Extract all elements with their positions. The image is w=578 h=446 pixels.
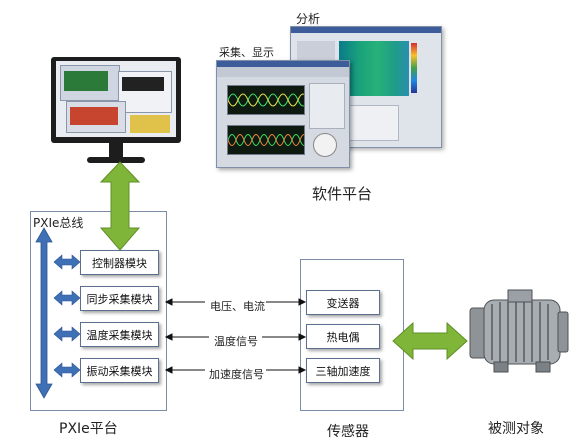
temperature-acquisition-module: 温度采集模块 (80, 322, 159, 347)
sync-acquisition-module: 同步采集模块 (80, 286, 159, 311)
bus-temperature-arrow (53, 326, 81, 342)
signal-temperature: 温度信号 (214, 335, 258, 348)
bus-sync-arrow (53, 290, 81, 306)
signal-voltage-current: 电压、电流 (210, 300, 265, 313)
analysis-label: 分析 (296, 12, 321, 26)
sensor-target-arrow (392, 321, 468, 361)
signal-acceleration: 加速度信号 (209, 368, 264, 381)
analysis-spectrogram (339, 41, 409, 96)
controller-module: 控制器模块 (80, 250, 159, 275)
pxie-bus-label: PXIe总线 (33, 216, 84, 230)
pxie-platform-label: PXIe平台 (59, 421, 118, 437)
acquisition-window (216, 60, 350, 168)
pxie-bus-arrow (35, 227, 53, 399)
monitor (51, 57, 181, 167)
monitor-screen (56, 61, 176, 137)
bus-vibration-arrow (53, 362, 81, 378)
sensor-platform-label: 传感器 (327, 424, 369, 440)
transmitter-sensor: 变送器 (306, 290, 380, 315)
monitor-controller-arrow (99, 161, 141, 251)
thermocouple-sensor: 热电偶 (306, 324, 380, 349)
acquisition-display-label: 采集、显示 (219, 46, 274, 59)
waveform-plot-2 (227, 125, 305, 155)
vibration-acquisition-module: 振动采集模块 (80, 358, 159, 383)
software-platform-label: 软件平台 (312, 185, 373, 203)
test-object-label: 被测对象 (488, 421, 544, 437)
motor-illustration (469, 289, 569, 373)
triaxial-accelerometer-sensor: 三轴加速度 (306, 358, 380, 383)
waveform-plot-1 (227, 85, 305, 115)
bus-controller-arrow (53, 254, 81, 270)
